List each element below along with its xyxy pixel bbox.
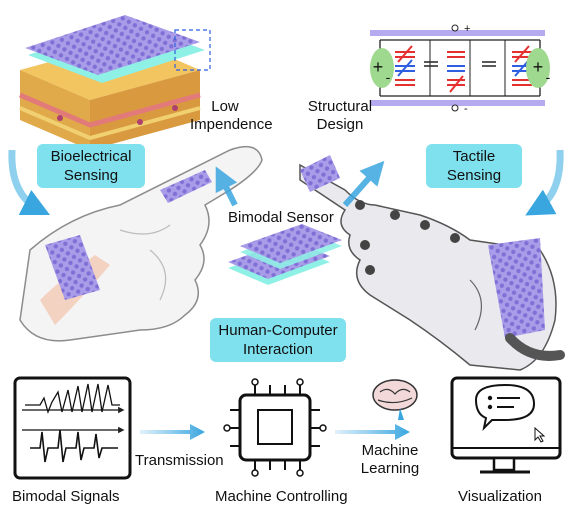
brain-icon	[372, 379, 418, 420]
cursor-icon	[534, 426, 546, 443]
tactile-line1: Tactile	[452, 148, 496, 165]
sensor-on-robot-finger	[300, 155, 340, 192]
chip-icon	[223, 378, 327, 477]
right-curved-arrow	[525, 149, 564, 216]
machine-learning-line1: Machine	[361, 442, 419, 459]
machine-learning-line2: Learning	[360, 460, 420, 477]
learning-arrow	[335, 424, 410, 440]
tactile-line2: Sensing	[446, 167, 502, 184]
hci-line2: Interaction	[242, 341, 314, 358]
left-electrode-minus: -	[386, 69, 391, 85]
bioelectrical-line1: Bioelectrical	[50, 148, 132, 165]
bioelectrical-sensing-box: Bioelectrical Sensing	[37, 144, 145, 188]
machine-controlling-caption: Machine Controlling	[215, 488, 348, 505]
robot-hand	[299, 155, 565, 371]
left-electrode-sign: +	[373, 57, 384, 77]
top-terminal-sign: +	[464, 23, 470, 35]
human-hand	[19, 145, 263, 342]
low-impedance-label: Low Impendence	[190, 98, 273, 134]
circuit-diagram	[370, 24, 550, 112]
visualization-caption: Visualization	[458, 488, 542, 505]
sensor-on-robot-palm	[488, 238, 545, 338]
bottom-terminal-sign: -	[464, 103, 468, 115]
structural-design-line2: Design	[316, 116, 364, 133]
bimodal-sensor-label: Bimodal Sensor	[228, 209, 334, 226]
bioelectrical-line2: Sensing	[63, 167, 119, 184]
sensor-on-index-finger	[160, 170, 212, 203]
left-curved-arrow	[8, 149, 51, 216]
structural-design-label: Structural Design	[300, 98, 380, 134]
signals-panel	[13, 376, 132, 480]
transmission-label: Transmission	[135, 452, 224, 469]
transmission-arrow	[140, 424, 205, 440]
hci-box: Human-Computer Interaction	[210, 318, 346, 362]
right-electrode-sign: +	[533, 57, 544, 77]
low-impedance-line1: Low	[211, 98, 239, 115]
tactile-sensing-box: Tactile Sensing	[426, 144, 522, 188]
hci-line1: Human-Computer	[218, 322, 338, 339]
bimodal-signals-caption: Bimodal Signals	[12, 488, 120, 505]
sensor-on-forearm	[45, 235, 100, 300]
sensor-on-skin	[25, 15, 211, 83]
right-electrode-minus: -	[546, 69, 551, 85]
monitor-icon	[450, 376, 562, 474]
structural-design-line1: Structural	[307, 98, 373, 115]
low-impedance-line2: Impendence	[190, 116, 273, 133]
bimodal-sensor-stack	[228, 224, 342, 285]
machine-learning-label: Machine Learning	[355, 442, 425, 478]
